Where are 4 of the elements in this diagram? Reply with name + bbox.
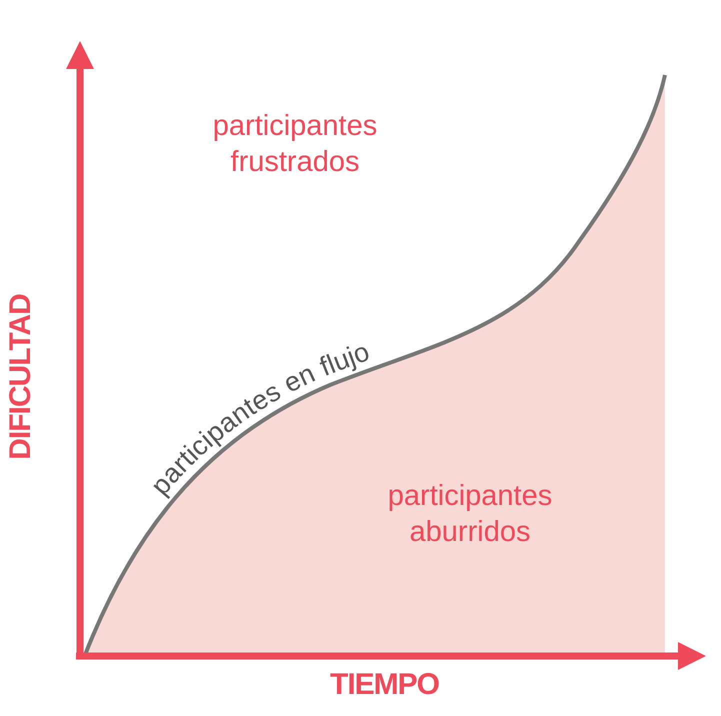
axis-title: DIFICULTAD: [4, 294, 38, 460]
region-label: participantes aburridos: [386, 479, 554, 550]
region-label: participantes frustrados: [212, 109, 378, 180]
axis-title: TIEMPO: [330, 668, 440, 702]
